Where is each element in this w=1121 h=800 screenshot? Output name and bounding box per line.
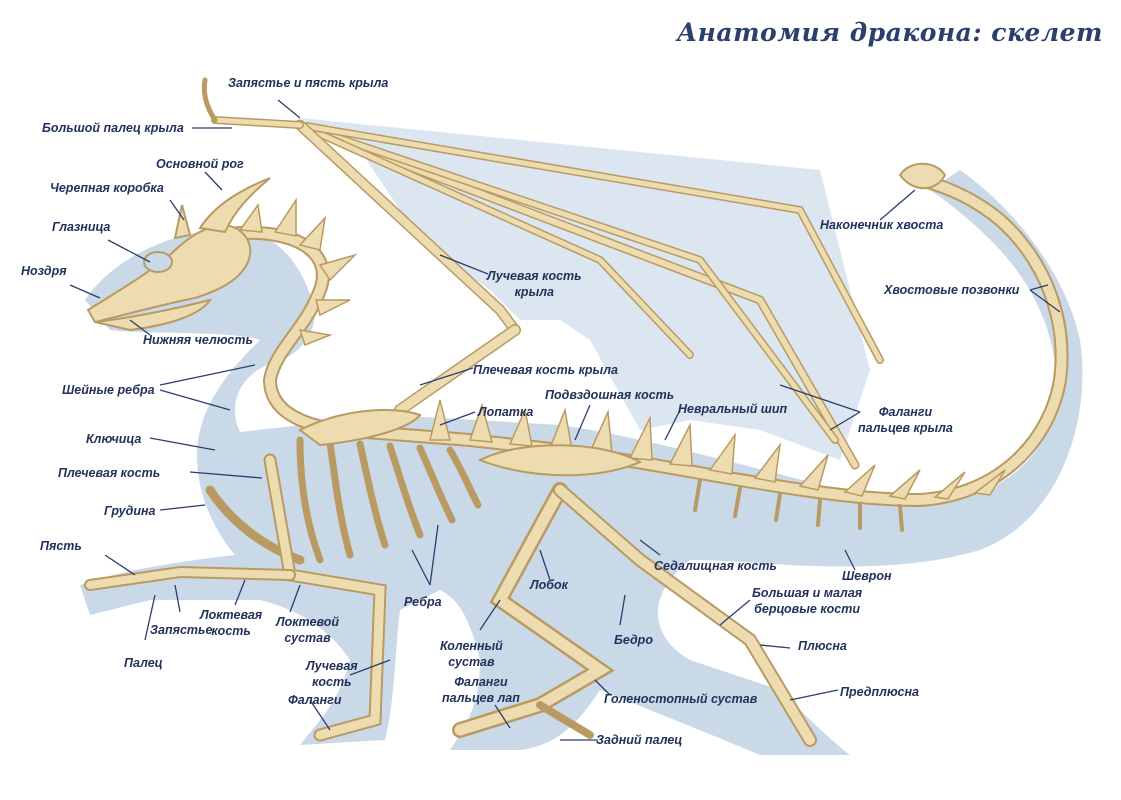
label-elbow-line1: Локтевой — [276, 615, 339, 629]
label-wing-phalanges: Фаланги пальцев крыла — [858, 404, 953, 436]
label-wing-humerus: Плечевая кость крыла — [473, 363, 618, 377]
label-ulna-line1: Локтевая — [200, 608, 263, 622]
label-ulna-line2: кость — [211, 624, 251, 638]
label-braincase: Черепная коробка — [50, 181, 164, 195]
label-tibia-fibula-line1: Большая и малая — [752, 586, 863, 600]
label-wing-thumb: Большой палец крыла — [42, 121, 184, 135]
label-orbit: Глазница — [52, 220, 111, 234]
ribs — [296, 436, 482, 564]
label-elbow: Локтевой сустав — [276, 614, 339, 646]
label-sternum: Грудина — [104, 504, 156, 518]
label-wing-radius-line1: Лучевая кость — [487, 269, 582, 283]
diagram-title: Анатомия дракона: скелет — [676, 18, 1103, 47]
label-tibia-fibula-line2: берцовые кости — [754, 602, 861, 616]
label-digit: Палец — [124, 656, 163, 670]
label-phalanges-hind-line1: Фаланги — [454, 675, 508, 689]
tail-tip-bone — [898, 162, 947, 190]
label-pubis: Лобок — [530, 578, 568, 592]
leader-lines — [69, 99, 1061, 741]
label-knee-line1: Коленный — [440, 639, 503, 653]
label-ischium: Седалищная кость — [654, 559, 777, 573]
label-scapula: Лопатка — [478, 405, 534, 419]
label-nostril: Ноздря — [21, 264, 67, 278]
label-phalanges-front: Фаланги — [288, 693, 342, 707]
label-wing-radius: Лучевая кость крыла — [487, 268, 582, 300]
spine — [213, 173, 1069, 508]
label-main-horn: Основной рог — [156, 157, 244, 171]
label-ribs: Ребра — [404, 595, 442, 609]
label-elbow-line2: сустав — [284, 631, 331, 645]
front-leg — [84, 453, 387, 742]
label-hallux: Задний палец — [596, 733, 683, 747]
neural-spines — [238, 197, 1006, 500]
wing-membrane — [300, 118, 870, 460]
label-tibia-fibula: Большая и малая берцовые кости — [752, 585, 862, 617]
label-ilium: Подвздошная кость — [545, 388, 675, 402]
label-clavicle: Ключица — [86, 432, 142, 446]
label-wing-phalanges-line2: пальцев крыла — [858, 421, 953, 435]
label-radius-line1: Лучевая — [306, 659, 358, 673]
label-radius-line2: кость — [312, 675, 352, 689]
hind-leg — [452, 482, 817, 747]
label-cervical-ribs: Шейные ребра — [62, 383, 155, 397]
label-phalanges-hind-line2: пальцев лап — [442, 691, 520, 705]
label-ankle: Голеностопный сустав — [604, 692, 758, 706]
label-ulna: Локтевая кость — [200, 607, 262, 639]
label-chevron: Шеврон — [842, 569, 892, 583]
label-metatarsus: Плюсна — [798, 639, 847, 653]
ilium-bone — [477, 444, 643, 477]
label-metacarpus: Пясть — [40, 539, 82, 553]
wing-bones — [201, 77, 884, 470]
scapula-bone — [298, 409, 422, 447]
label-wrist-metacarpus: Запястье и пясть крыла — [228, 76, 389, 90]
label-humerus: Плечевая кость — [58, 466, 161, 480]
label-wing-phalanges-line1: Фаланги — [878, 405, 933, 419]
label-carpus: Запястье — [150, 623, 213, 637]
label-radius: Лучевая кость — [306, 658, 358, 690]
label-knee: Коленный сустав — [440, 638, 503, 670]
label-tarsus: Предплюсна — [840, 685, 919, 699]
label-neural-spine: Невральный шип — [678, 402, 788, 416]
skull — [86, 177, 271, 332]
label-knee-line2: сустав — [448, 655, 495, 669]
label-tail-tip: Наконечник хвоста — [820, 218, 944, 232]
label-tail-vertebrae: Хвостовые позвонки — [884, 283, 1020, 297]
label-phalanges-hind: Фаланги пальцев лап — [442, 674, 520, 706]
label-lower-jaw: Нижняя челюсть — [143, 333, 253, 347]
label-femur: Бедро — [614, 633, 653, 647]
chevrons — [693, 478, 904, 532]
label-wing-radius-line2: крыла — [514, 285, 554, 299]
